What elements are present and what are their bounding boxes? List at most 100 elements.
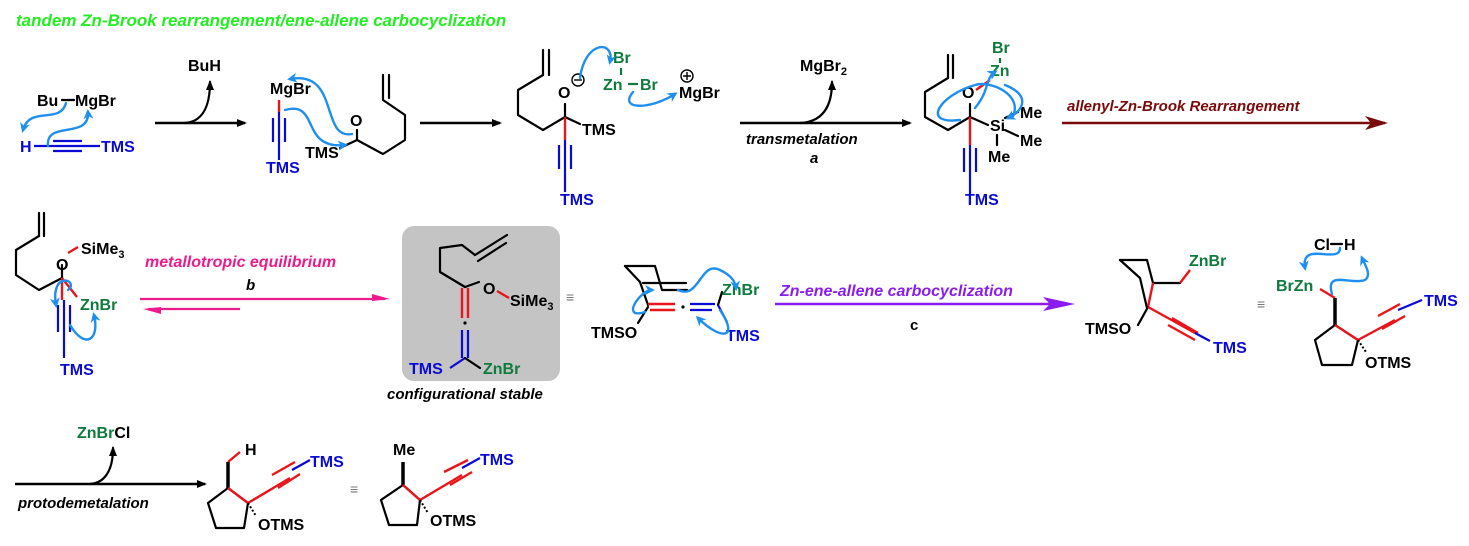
step-a-label: transmetalation: [746, 131, 858, 148]
curly-arrow: [1329, 255, 1370, 296]
svg-text:TMS: TMS: [1424, 293, 1458, 310]
svg-text:O: O: [350, 113, 362, 130]
brook-label: allenyl-Zn-Brook Rearrangement: [1067, 98, 1301, 115]
svg-text:OTMS: OTMS: [258, 517, 305, 534]
alkynyl-grignard: MgBr TMS: [266, 81, 311, 177]
svg-text:Me: Me: [1020, 105, 1042, 122]
equilibrium-forward-head: [372, 294, 390, 301]
svg-text:Me: Me: [393, 442, 415, 459]
curly-arrow: [936, 82, 1016, 122]
curly-arrow: [287, 72, 354, 136]
svg-text:TMSO: TMSO: [1085, 321, 1131, 338]
curly-arrow: [695, 308, 730, 335]
curly-arrow: [1003, 83, 1024, 120]
curly-arrow: [49, 279, 72, 308]
tms-acetylene: H TMS: [20, 139, 135, 156]
svg-text:O: O: [483, 281, 495, 298]
svg-text:SiMe3: SiMe3: [81, 241, 124, 261]
svg-text:TMS: TMS: [965, 192, 999, 209]
svg-text:Br: Br: [613, 50, 631, 67]
equilibrium-label: metallotropic equilibrium: [145, 254, 336, 271]
byproduct-arrow: [798, 80, 836, 125]
allenyl-zinc: O SiMe3 TMS ZnBr: [409, 233, 553, 378]
svg-text:O: O: [56, 257, 68, 274]
svg-text:MgBr: MgBr: [679, 85, 720, 102]
svg-text:TMS: TMS: [305, 145, 339, 162]
svg-text:O: O: [558, 85, 570, 102]
svg-text:TMS: TMS: [582, 122, 616, 139]
svg-text:Bu: Bu: [37, 93, 58, 110]
zinc-alkoxide: O Zn Br Si Me Me Me TMS: [923, 40, 1042, 209]
svg-text:Br: Br: [640, 77, 658, 94]
scheme-title: tandem Zn-Brook rearrangement/ene-allene…: [16, 11, 506, 30]
mgbr-cation: MgBr: [679, 69, 720, 102]
svg-text:Me: Me: [988, 149, 1010, 166]
svg-text:TMS: TMS: [560, 192, 594, 209]
curly-arrow: [578, 45, 617, 80]
configurational-stable-caption: configurational stable: [387, 386, 543, 403]
cyclopentyl-zinc-hcl: Cl H BrZn TMS OTMS: [1276, 237, 1458, 372]
svg-text:OTMS: OTMS: [430, 513, 477, 530]
protodemetalation-label: protodemetalation: [17, 495, 149, 512]
step-a-letter: a: [810, 150, 818, 167]
svg-text:Br: Br: [992, 40, 1010, 57]
product-methyl: Me TMS OTMS: [379, 442, 514, 530]
svg-text:H: H: [20, 139, 32, 156]
svg-text:TMS: TMS: [101, 139, 135, 156]
svg-text:Zn: Zn: [603, 77, 623, 94]
svg-text:H: H: [245, 442, 257, 459]
svg-text:TMS: TMS: [480, 452, 514, 469]
svg-text:ZnBr: ZnBr: [80, 297, 117, 314]
carbocyclization-arrowhead: [1043, 297, 1075, 311]
curly-arrow: [676, 267, 741, 293]
byproduct-znbrcl: ZnBrCl: [77, 425, 130, 442]
product-ch2h: H TMS OTMS: [206, 442, 344, 534]
svg-text:TMS: TMS: [60, 362, 94, 379]
curly-arrow: [46, 109, 94, 148]
curly-arrow: [631, 285, 655, 315]
equivalence-sign: ≡: [350, 481, 358, 497]
svg-text:MgBr: MgBr: [270, 81, 311, 98]
brook-arrowhead: [1365, 116, 1388, 130]
svg-text:H: H: [1344, 237, 1356, 254]
svg-text:SiMe3: SiMe3: [510, 293, 553, 313]
equilibrium-letter: b: [246, 277, 255, 294]
svg-text:ZnBr: ZnBr: [483, 361, 520, 378]
byproduct-arrow: [88, 446, 117, 486]
curly-arrow: [68, 312, 101, 341]
svg-text:Me: Me: [1020, 133, 1042, 150]
cyclized-organozinc: ZnBr TMSO TMS: [1085, 253, 1247, 357]
svg-text:OTMS: OTMS: [1365, 355, 1412, 372]
curly-arrow: [20, 101, 68, 133]
carbocyclization-label: Zn-ene-allene carbocyclization: [779, 283, 1013, 300]
reagent-bu-mgbr: Bu MgBr: [37, 93, 116, 110]
ene-allene-transition-state: TMSO ZnBr TMS: [591, 264, 760, 345]
zinc-bromide: Br Zn Br: [603, 50, 658, 94]
propargyl-zinc: O SiMe3 ZnBr TMS: [14, 211, 124, 379]
byproduct-arrow: [183, 80, 214, 125]
svg-text:ZnBr: ZnBr: [1189, 253, 1226, 270]
svg-text:TMS: TMS: [409, 361, 443, 378]
byproduct-mgbr2: MgBr2: [800, 58, 847, 78]
svg-text:TMS: TMS: [726, 328, 760, 345]
carbocyclization-letter: c: [910, 317, 918, 334]
svg-text:Zn: Zn: [990, 63, 1010, 80]
svg-text:TMS: TMS: [1213, 340, 1247, 357]
svg-text:MgBr: MgBr: [75, 93, 116, 110]
equivalence-sign: ≡: [1257, 296, 1265, 312]
svg-text:ZnBr: ZnBr: [722, 282, 759, 299]
byproduct-buh: BuH: [188, 58, 221, 75]
svg-text:BrZn: BrZn: [1276, 278, 1313, 295]
curly-arrow: [1298, 246, 1342, 271]
allenyl-zinc-box: [402, 226, 560, 381]
svg-text:TMS: TMS: [266, 160, 300, 177]
alkoxide-intermediate: O TMS TMS: [516, 48, 616, 209]
equilibrium-reverse-head: [143, 307, 161, 314]
equivalence-sign: ≡: [566, 289, 574, 305]
svg-text:Si: Si: [990, 118, 1005, 135]
svg-text:Cl: Cl: [1314, 237, 1330, 254]
curly-arrow: [628, 90, 678, 107]
svg-text:TMS: TMS: [310, 454, 344, 471]
curly-arrow: [973, 70, 998, 110]
